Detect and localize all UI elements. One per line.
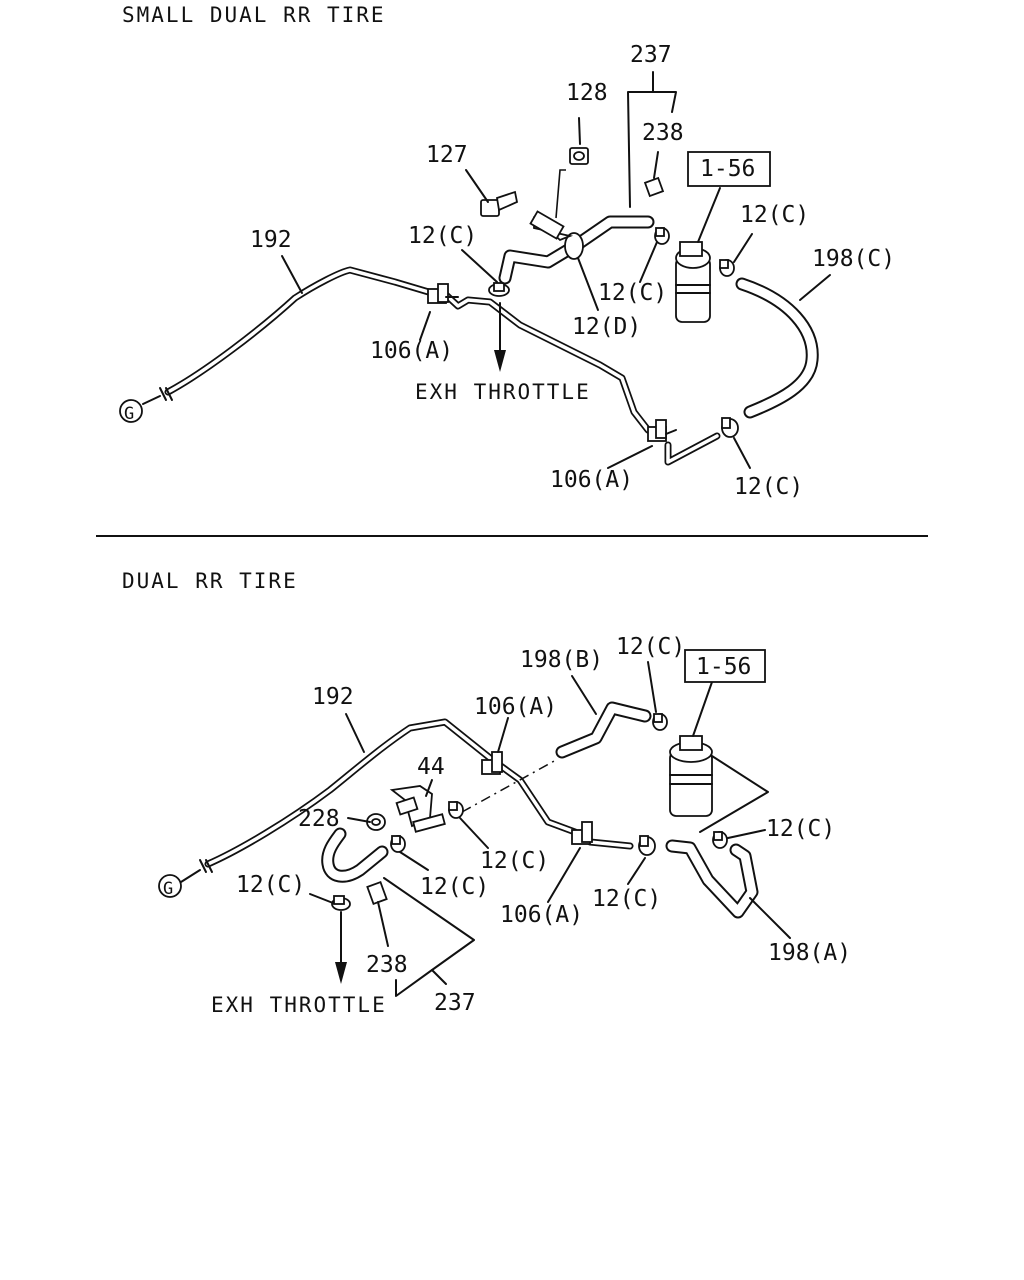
ground-g-label-bottom: G [163,879,173,899]
callout-128: 128 [566,80,608,106]
ground-g-symbol [119,399,143,423]
callout-106a-top: 106(A) [474,694,557,720]
callout-192-bottom: 192 [312,684,354,710]
tube-assembly-237 [498,210,655,285]
callout-198b: 198(B) [520,647,603,673]
callout-44: 44 [417,754,445,780]
callout-238-bottom: 238 [366,952,408,978]
clamp-12c-top [652,713,668,731]
callout-192: 192 [250,227,292,253]
clamp-12c-mid2-bottom [390,835,406,853]
clamp-12c-mid-bottom [448,801,464,819]
clip-106a-left [427,283,459,304]
pipe-192-bottom [199,718,634,873]
vacuum-tank-1-56 [675,241,711,323]
ground-g-symbol-bottom [158,874,182,898]
clamp-12c-center [488,282,510,297]
section-heading-small-dual: SMALL DUAL RR TIRE [122,3,386,27]
callout-228: 228 [298,806,340,832]
section-dual-rr-tire: DUAL RR TIRE G [122,569,851,1017]
exh-throttle-label: EXH THROTTLE [415,380,591,404]
callout-box-1-56-bottom [684,649,766,683]
arrow-exh-throttle-bottom [335,962,347,984]
callout-198c: 198(C) [812,246,895,272]
ground-g-label: G [124,404,134,424]
fitting-238-bottom [366,880,388,906]
callout-12c-mid2-bottom: 12(C) [420,874,489,900]
section-heading-dual: DUAL RR TIRE [122,569,298,593]
callout-12c-left: 12(C) [408,223,477,249]
bolt-127 [480,190,519,217]
callout-127: 127 [426,142,468,168]
clamp-12c-right-bottom [712,831,728,849]
callout-237: 237 [630,42,672,68]
hose-198c [735,277,819,419]
callout-12d: 12(D) [572,314,641,340]
callout-12c-mid-bottom: 12(C) [480,848,549,874]
callout-106a-bottom-2: 106(A) [500,902,583,928]
callout-12c-center: 12(C) [598,280,667,306]
exh-throttle-label-bottom: EXH THROTTLE [211,993,387,1017]
clip-106a-bottom-2 [571,821,593,845]
clamp-12c-right-top [719,259,735,277]
hose-198a [665,839,759,919]
nut-128 [569,147,589,165]
callout-box-1-56 [687,151,771,187]
bracket-44 [389,785,446,833]
callout-12c-right-bottom: 12(C) [766,816,835,842]
arrow-exh-throttle [494,350,506,372]
callout-198a: 198(A) [768,940,851,966]
callout-12c-left-bottom: 12(C) [236,872,305,898]
pipe-192 [159,266,721,466]
callout-12c-bottom: 12(C) [734,474,803,500]
callout-12c-center-bottom: 12(C) [592,886,661,912]
section-small-dual-rr-tire: SMALL DUAL RR TIRE G [119,3,895,500]
hose-198b [555,701,652,759]
clamp-12c-bottom [721,417,739,438]
fitting-238 [643,176,665,198]
callout-106a-left: 106(A) [370,338,453,364]
callout-12c-right: 12(C) [740,202,809,228]
callout-1-56: 1-56 [700,156,755,182]
callout-238: 238 [642,120,684,146]
vacuum-tank-1-56-bottom [669,735,713,817]
clamp-12c-left-bottom [331,895,351,911]
callout-106a-bottom: 106(A) [550,467,633,493]
clamp-12c-center-bottom [638,835,656,856]
callout-237-bottom: 237 [434,990,476,1016]
clamp-12c-mid [654,227,670,245]
callout-1-56-bottom: 1-56 [696,654,751,680]
callout-12c-top-bottom: 12(C) [616,634,685,660]
clip-106a-bottom [647,419,677,442]
hose-exh-throttle [321,827,389,883]
